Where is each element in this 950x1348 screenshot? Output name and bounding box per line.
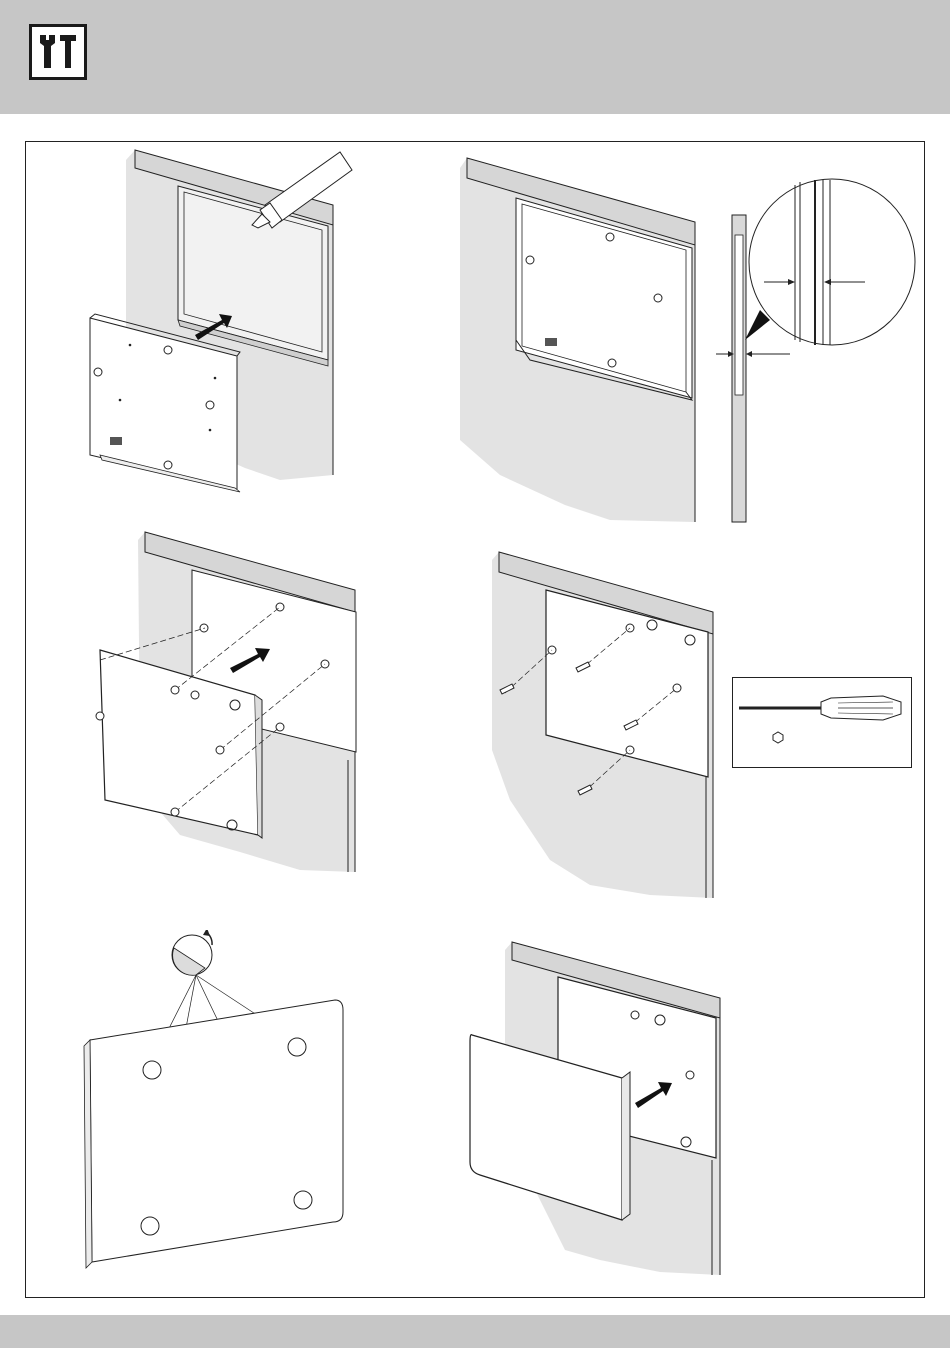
wrench-screwdriver-icon — [29, 24, 87, 80]
screwdriver-icon — [739, 696, 901, 720]
step-5-illustration — [80, 930, 355, 1275]
step-3-illustration — [85, 530, 365, 880]
tool-box — [732, 677, 912, 768]
gap-measure-icon — [716, 351, 790, 357]
step-1-illustration — [75, 145, 375, 495]
magnifier-detail-icon — [745, 179, 915, 345]
header-band — [0, 0, 950, 114]
footer-band — [0, 1315, 950, 1348]
rotate-adjuster-icon — [172, 930, 212, 975]
step-2-illustration — [455, 150, 920, 530]
step-4-illustration — [480, 545, 720, 900]
step-6-illustration — [465, 935, 725, 1280]
hex-bit-icon — [773, 732, 783, 743]
